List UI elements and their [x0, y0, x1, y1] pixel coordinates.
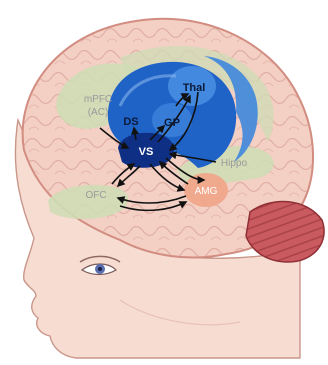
label-vs: VS [139, 146, 154, 158]
label-mpfc: mPFC [84, 94, 112, 105]
label-gp: GP [164, 117, 180, 129]
label-thal: Thal [183, 82, 206, 94]
label-amg: AMG [195, 186, 218, 197]
label-hippo: Hippo [221, 158, 248, 169]
label-ds: DS [123, 116, 138, 128]
label-ac: (AC) [88, 107, 109, 118]
label-ofc: OFC [85, 190, 106, 201]
